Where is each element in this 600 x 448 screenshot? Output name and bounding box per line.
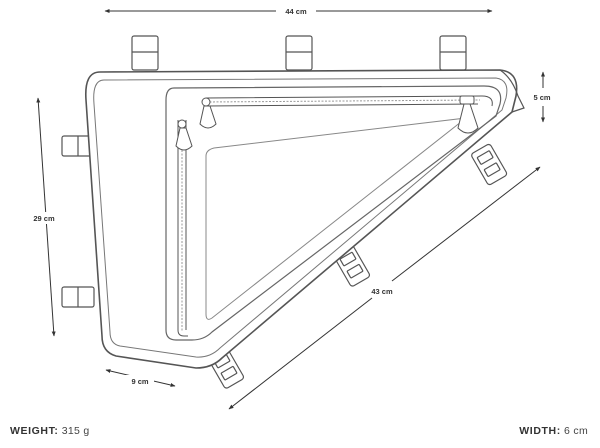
weight-label: WEIGHT: <box>10 425 59 437</box>
top-strap-left <box>131 35 159 71</box>
bottom-label: 9 cm <box>131 377 148 386</box>
depth-label: 5 cm <box>533 93 550 102</box>
top-strap-right <box>439 35 467 71</box>
zipper-pull-side <box>175 119 193 151</box>
side-zipper-track <box>177 120 188 337</box>
bag-end-panel <box>499 69 525 113</box>
zipper-panel-outer <box>165 85 502 341</box>
zipper-panel-inner <box>205 117 468 320</box>
bag-outer-outline <box>84 69 518 369</box>
zipper-pull-top-right <box>457 95 479 134</box>
width-value: 6 cm <box>564 425 588 437</box>
width-spec: WIDTH: 6 cm <box>519 425 588 437</box>
side-strap-lower <box>61 286 95 308</box>
top-zipper-track <box>205 95 493 107</box>
height-label: 29 cm <box>33 214 55 223</box>
bag-seam <box>93 77 508 358</box>
diagonal-label: 43 cm <box>371 287 393 296</box>
diagonal-arrow-upper <box>391 166 541 282</box>
diagonal-strap-upper <box>471 143 508 186</box>
weight-spec: WEIGHT: 315 g <box>10 425 90 437</box>
width-label: WIDTH: <box>519 425 561 437</box>
diagonal-arrow-lower <box>228 297 373 410</box>
top-strap-middle <box>285 35 313 71</box>
top-length-label: 44 cm <box>285 7 307 16</box>
zipper-pull-top-left <box>199 97 217 129</box>
weight-value: 315 g <box>61 425 90 437</box>
